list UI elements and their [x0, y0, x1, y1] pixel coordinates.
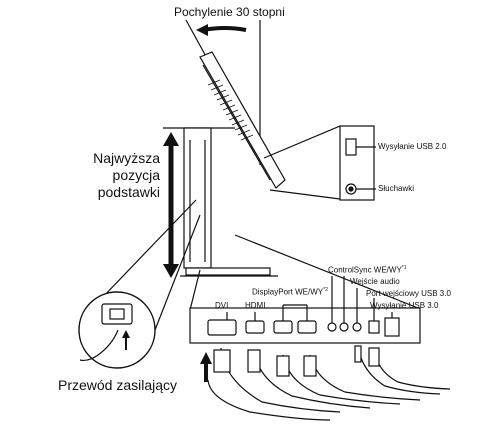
height-arrow-bottom [163, 264, 179, 278]
controlsync-footnote: *1 [401, 265, 407, 271]
hdmi-plug [247, 349, 261, 373]
hdmi-port [245, 320, 265, 334]
displayport-footnote: *2 [323, 287, 328, 293]
monitor-body [199, 51, 286, 189]
usb-upstream-20-label: Wysyłanie USB 2.0 [378, 142, 447, 151]
stand-height-line2: pozycja [112, 167, 160, 183]
power-magnifier [78, 291, 156, 369]
zoom-line-power-2 [154, 214, 201, 331]
dvi-port [207, 319, 237, 336]
dvi-label: DVI [215, 301, 229, 310]
usb-upstream-20-port [345, 138, 357, 156]
cables [207, 345, 451, 421]
insert-arrow-head [200, 352, 212, 364]
zoom-line-power-1 [99, 199, 197, 301]
tilt-arrow [202, 26, 247, 32]
stand-height-line3: podstawki [97, 184, 160, 200]
power-cord-label: Przewód zasilający [58, 377, 178, 393]
usb-out-30-label: Wysyłanie USB 3.0 [370, 301, 439, 310]
zoom-line-side-bottom [269, 189, 341, 200]
height-arrow-top [163, 132, 179, 146]
displayport-text: DisplayPort WE/WY [252, 287, 324, 297]
displayport-in-port [273, 320, 293, 334]
monitor-vents [207, 79, 254, 141]
usb-downstream-30-ports [384, 317, 400, 337]
audio-plug [354, 345, 362, 363]
usb-upstream-30-port [368, 320, 380, 334]
stand-base [185, 267, 271, 276]
hdmi-label: HDMI [245, 301, 266, 310]
controlsync-text: ControlSync WE/WY [328, 265, 402, 275]
tilt-label: Pochylenie 30 stopni [174, 5, 285, 19]
stand-height-line1: Najwyższa [93, 150, 160, 166]
zoom-line-bottom-left [189, 269, 201, 311]
displayport-out-port [297, 320, 317, 334]
usb-plug [368, 347, 380, 367]
zoom-line-side-top [263, 125, 341, 159]
displayport-label: DisplayPort WE/WY*2 [252, 288, 328, 297]
tilt-arrow-head [196, 24, 208, 36]
dp-plug-1 [276, 355, 290, 377]
usb-in-30-label: Port wejściowy USB 3.0 [366, 289, 451, 298]
dp-plug-2 [303, 355, 317, 377]
zoom-line-bottom-right [234, 234, 419, 309]
audio-in-label: Wejście audio [350, 277, 400, 286]
controlsync-label: ControlSync WE/WY*1 [328, 266, 407, 275]
headphones-label: Słuchawki [378, 184, 415, 193]
power-plug-cable [79, 329, 119, 362]
stand-height-label: Najwyższa pozycja podstawki [84, 150, 160, 201]
dvi-plug [213, 349, 231, 373]
